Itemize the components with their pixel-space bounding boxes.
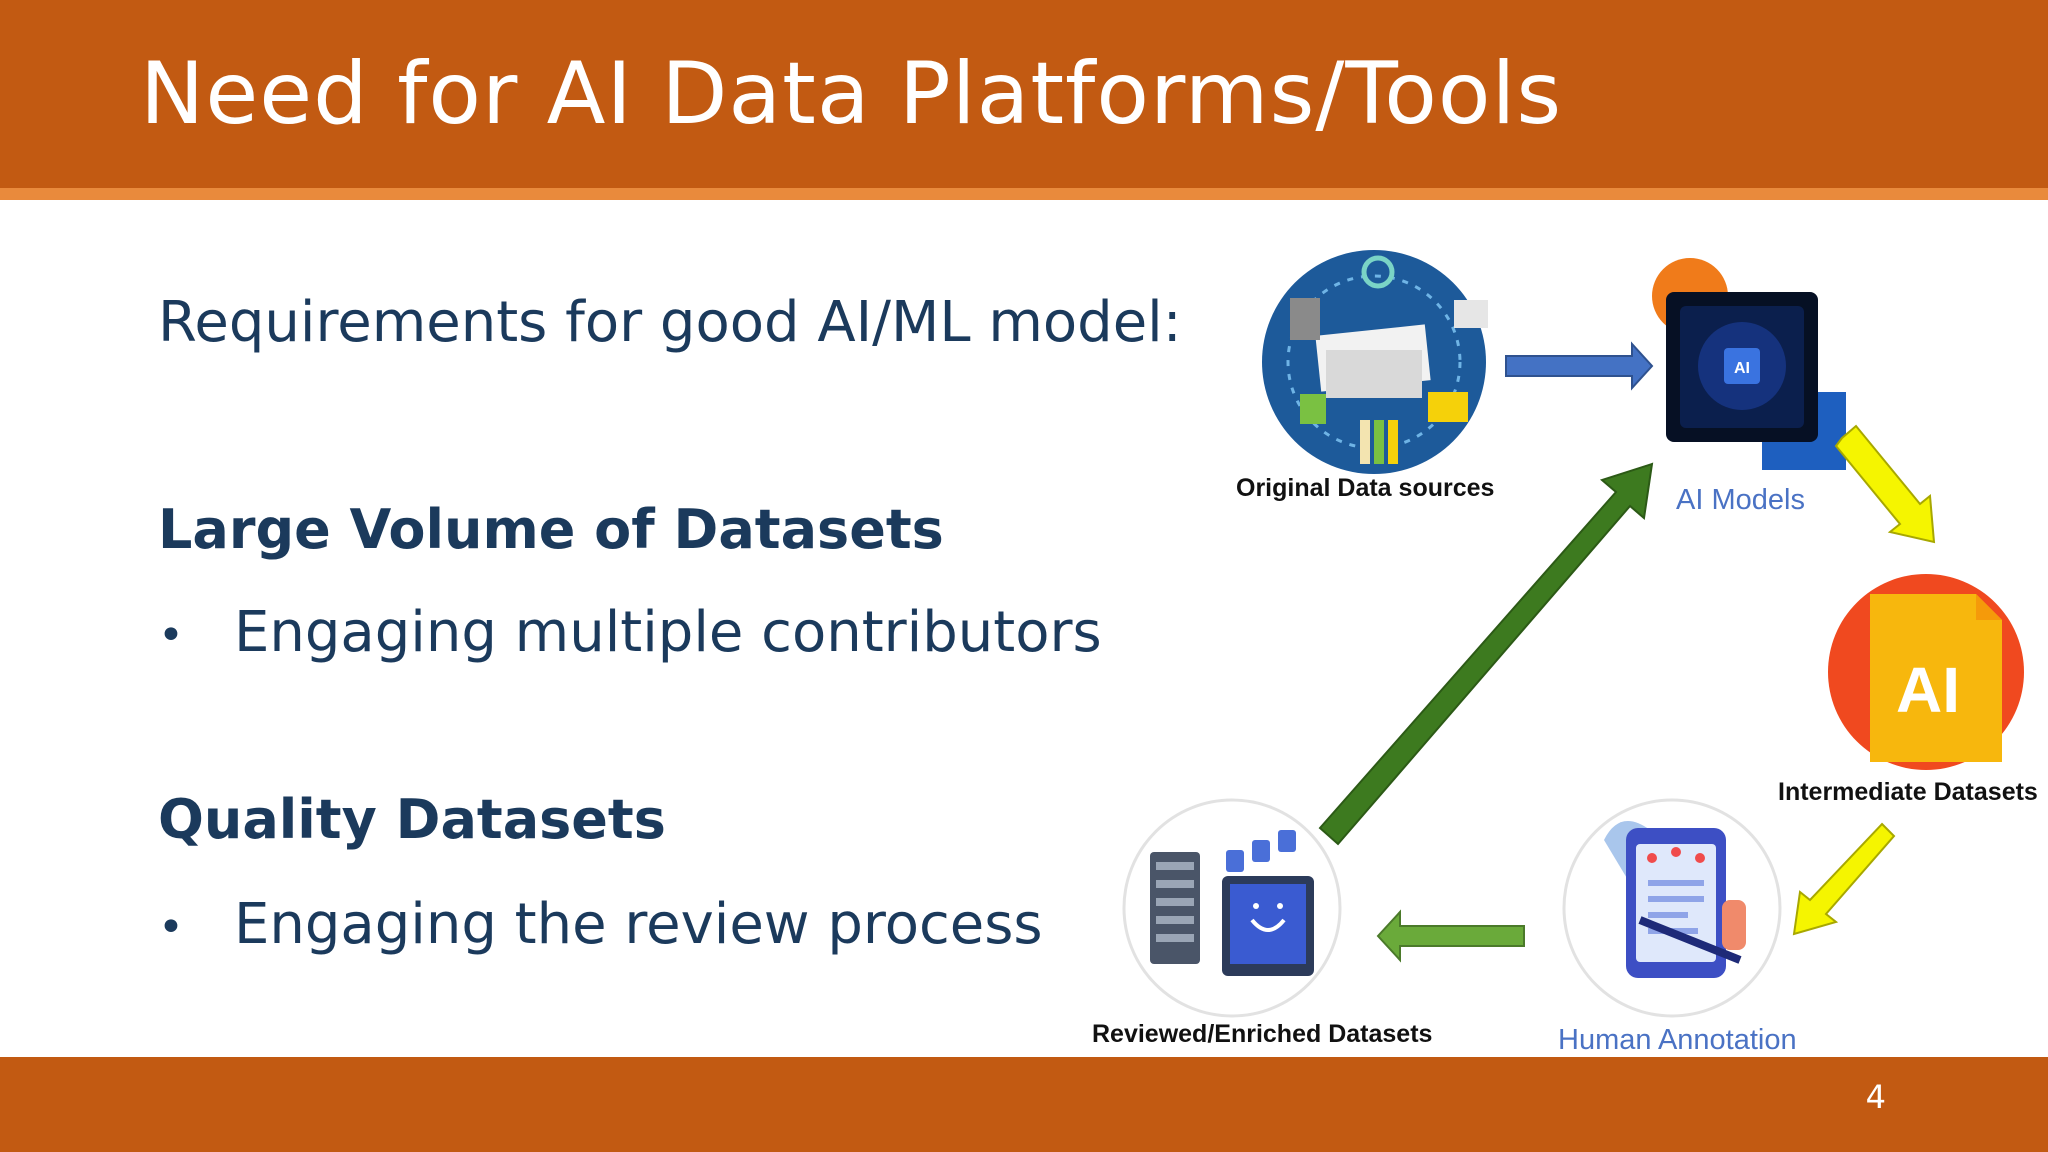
bullet-dot: • bbox=[158, 902, 184, 954]
arrow-green-light bbox=[1376, 909, 1525, 963]
arrow-yellow-1 bbox=[1834, 424, 1936, 544]
bullet-text: Engaging multiple contributors bbox=[234, 600, 1102, 665]
arrow-blue bbox=[1505, 341, 1654, 391]
bullet-text: Engaging the review process bbox=[234, 892, 1043, 957]
human-annotation-icon bbox=[1562, 798, 1782, 1018]
label-intermediate-datasets: Intermediate Datasets bbox=[1778, 778, 2038, 806]
bullet-contributors: • Engaging multiple contributors bbox=[158, 600, 1102, 665]
slide-title: Need for AI Data Platforms/Tools bbox=[140, 44, 1563, 144]
arrow-green-dark bbox=[1318, 462, 1654, 846]
title-bar bbox=[0, 0, 2048, 188]
label-ai-models: AI Models bbox=[1676, 484, 1805, 516]
chip-label: AI bbox=[1734, 360, 1750, 377]
heading-large-volume: Large Volume of Datasets bbox=[158, 498, 944, 561]
ai-badge-text: AI bbox=[1896, 654, 1960, 726]
requirements-text: Requirements for good AI/ML model: bbox=[158, 290, 1182, 355]
label-reviewed-datasets: Reviewed/Enriched Datasets bbox=[1092, 1020, 1433, 1048]
arrow-yellow-2 bbox=[1792, 822, 1896, 936]
heading-quality: Quality Datasets bbox=[158, 788, 666, 851]
original-data-sources-icon bbox=[1262, 250, 1488, 474]
page-number: 4 bbox=[1865, 1078, 1886, 1116]
label-human-annotation: Human Annotation bbox=[1558, 1024, 1797, 1056]
title-accent-stripe bbox=[0, 188, 2048, 200]
footer-bar bbox=[0, 1057, 2048, 1152]
label-original-data-sources: Original Data sources bbox=[1236, 474, 1495, 502]
bullet-review: • Engaging the review process bbox=[158, 892, 1043, 957]
bullet-dot: • bbox=[158, 610, 184, 662]
intermediate-datasets-icon: AI bbox=[1828, 574, 2024, 770]
ai-models-icon: AI bbox=[1652, 258, 1846, 470]
reviewed-datasets-icon bbox=[1122, 798, 1342, 1018]
